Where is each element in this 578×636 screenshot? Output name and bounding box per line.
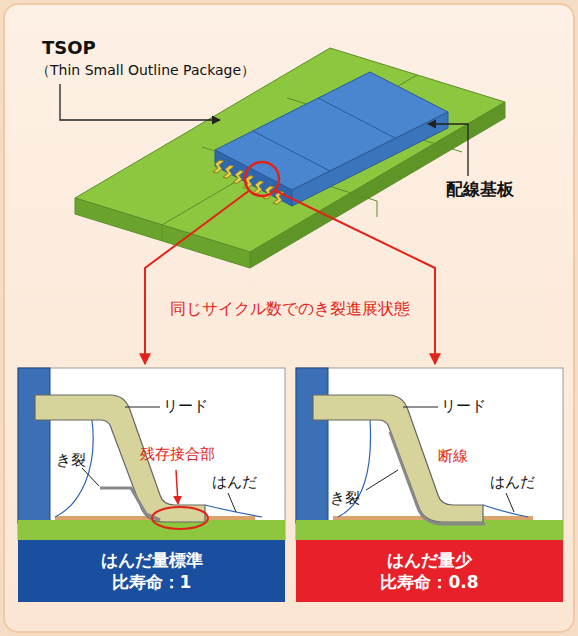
board-label: 配線基板 <box>446 180 514 200</box>
package-fullname: （Thin Small Outline Package） <box>36 62 255 78</box>
lead-pin <box>253 181 264 194</box>
crack-label: き裂 <box>56 452 86 469</box>
result-band: はんだ量標準比寿命：1 <box>18 540 285 602</box>
life-ratio: 比寿命：1 <box>112 571 192 593</box>
life-ratio: 比寿命：0.8 <box>380 571 478 593</box>
part-label: リード <box>441 398 486 415</box>
result-band: はんだ量少比寿命：0.8 <box>296 540 563 602</box>
solder-label: はんだ <box>490 474 535 491</box>
lead-pin <box>213 160 224 173</box>
condition-text: はんだ量少 <box>387 549 472 571</box>
package-name: TSOP <box>42 38 96 59</box>
break-label: 断線 <box>438 448 468 465</box>
joint-label: 残存接合部 <box>140 446 215 463</box>
part-label: リード <box>163 398 208 415</box>
lead-pin <box>233 170 244 183</box>
solder-label: はんだ <box>212 474 257 491</box>
lead-pin <box>223 165 234 178</box>
section-title: 同じサイクル数でのき裂進展状態 <box>170 300 410 318</box>
crack-label: き裂 <box>330 490 360 507</box>
condition-text: はんだ量標準 <box>101 549 203 571</box>
